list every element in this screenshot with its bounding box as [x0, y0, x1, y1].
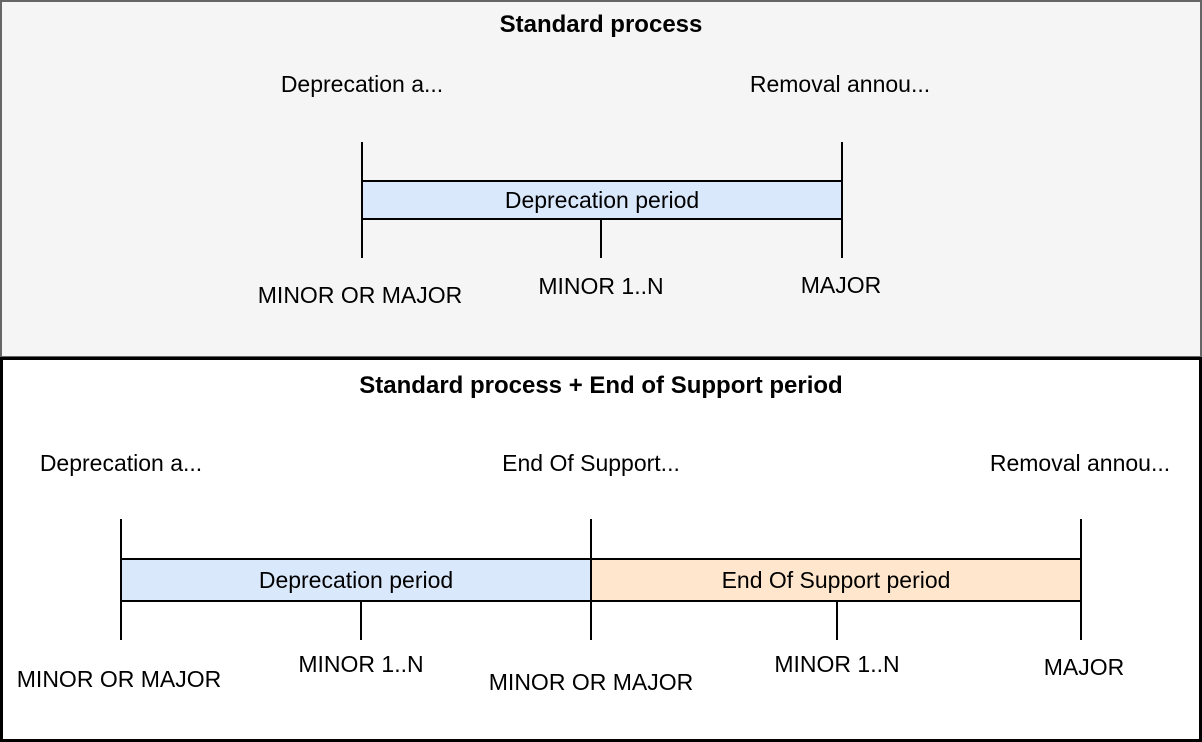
panel1-milestone-minor-or-major: MINOR OR MAJOR: [257, 282, 463, 308]
panel1-annotation-deprecation: Deprecation a...: [280, 71, 444, 97]
panel2-annotation-deprecation: Deprecation a...: [39, 450, 203, 476]
panel2-annotation-removal: Removal annou...: [989, 450, 1171, 476]
panel1-deprecation-period-label: Deprecation period: [504, 186, 700, 213]
panel1-milestone-minor-1n: MINOR 1..N: [538, 273, 664, 299]
panel2-end-of-support-period-label: End Of Support period: [721, 566, 951, 593]
panel1-tick-intermediate: [600, 218, 602, 258]
panel1-title: Standard process: [499, 11, 703, 38]
panel2-deprecation-period-label: Deprecation period: [258, 566, 454, 593]
panel2-title: Standard process + End of Support period: [359, 372, 843, 399]
panel2-annotation-end-of-support: End Of Support...: [502, 450, 680, 476]
panel1-annotation-removal: Removal annou...: [749, 71, 931, 97]
panel2-milestone-minor-1n-2: MINOR 1..N: [774, 651, 900, 677]
panel2-milestone-major: MAJOR: [1043, 654, 1125, 680]
panel2-milestone-minor-or-major-1: MINOR OR MAJOR: [16, 666, 222, 692]
panel2-milestone-minor-1n-1: MINOR 1..N: [298, 651, 424, 677]
panel2-deprecation-period-box: Deprecation period: [120, 558, 592, 602]
panel2-milestone-minor-or-major-2: MINOR OR MAJOR: [488, 669, 694, 695]
standard-process-eos-panel: [0, 357, 1202, 742]
panel1-milestone-major: MAJOR: [800, 272, 882, 298]
panel2-end-of-support-period-box: End Of Support period: [590, 558, 1082, 602]
standard-process-panel: [0, 0, 1202, 358]
panel2-tick-intermediate-2: [836, 600, 838, 640]
panel2-tick-intermediate-1: [360, 600, 362, 640]
panel1-deprecation-period-box: Deprecation period: [361, 180, 843, 220]
